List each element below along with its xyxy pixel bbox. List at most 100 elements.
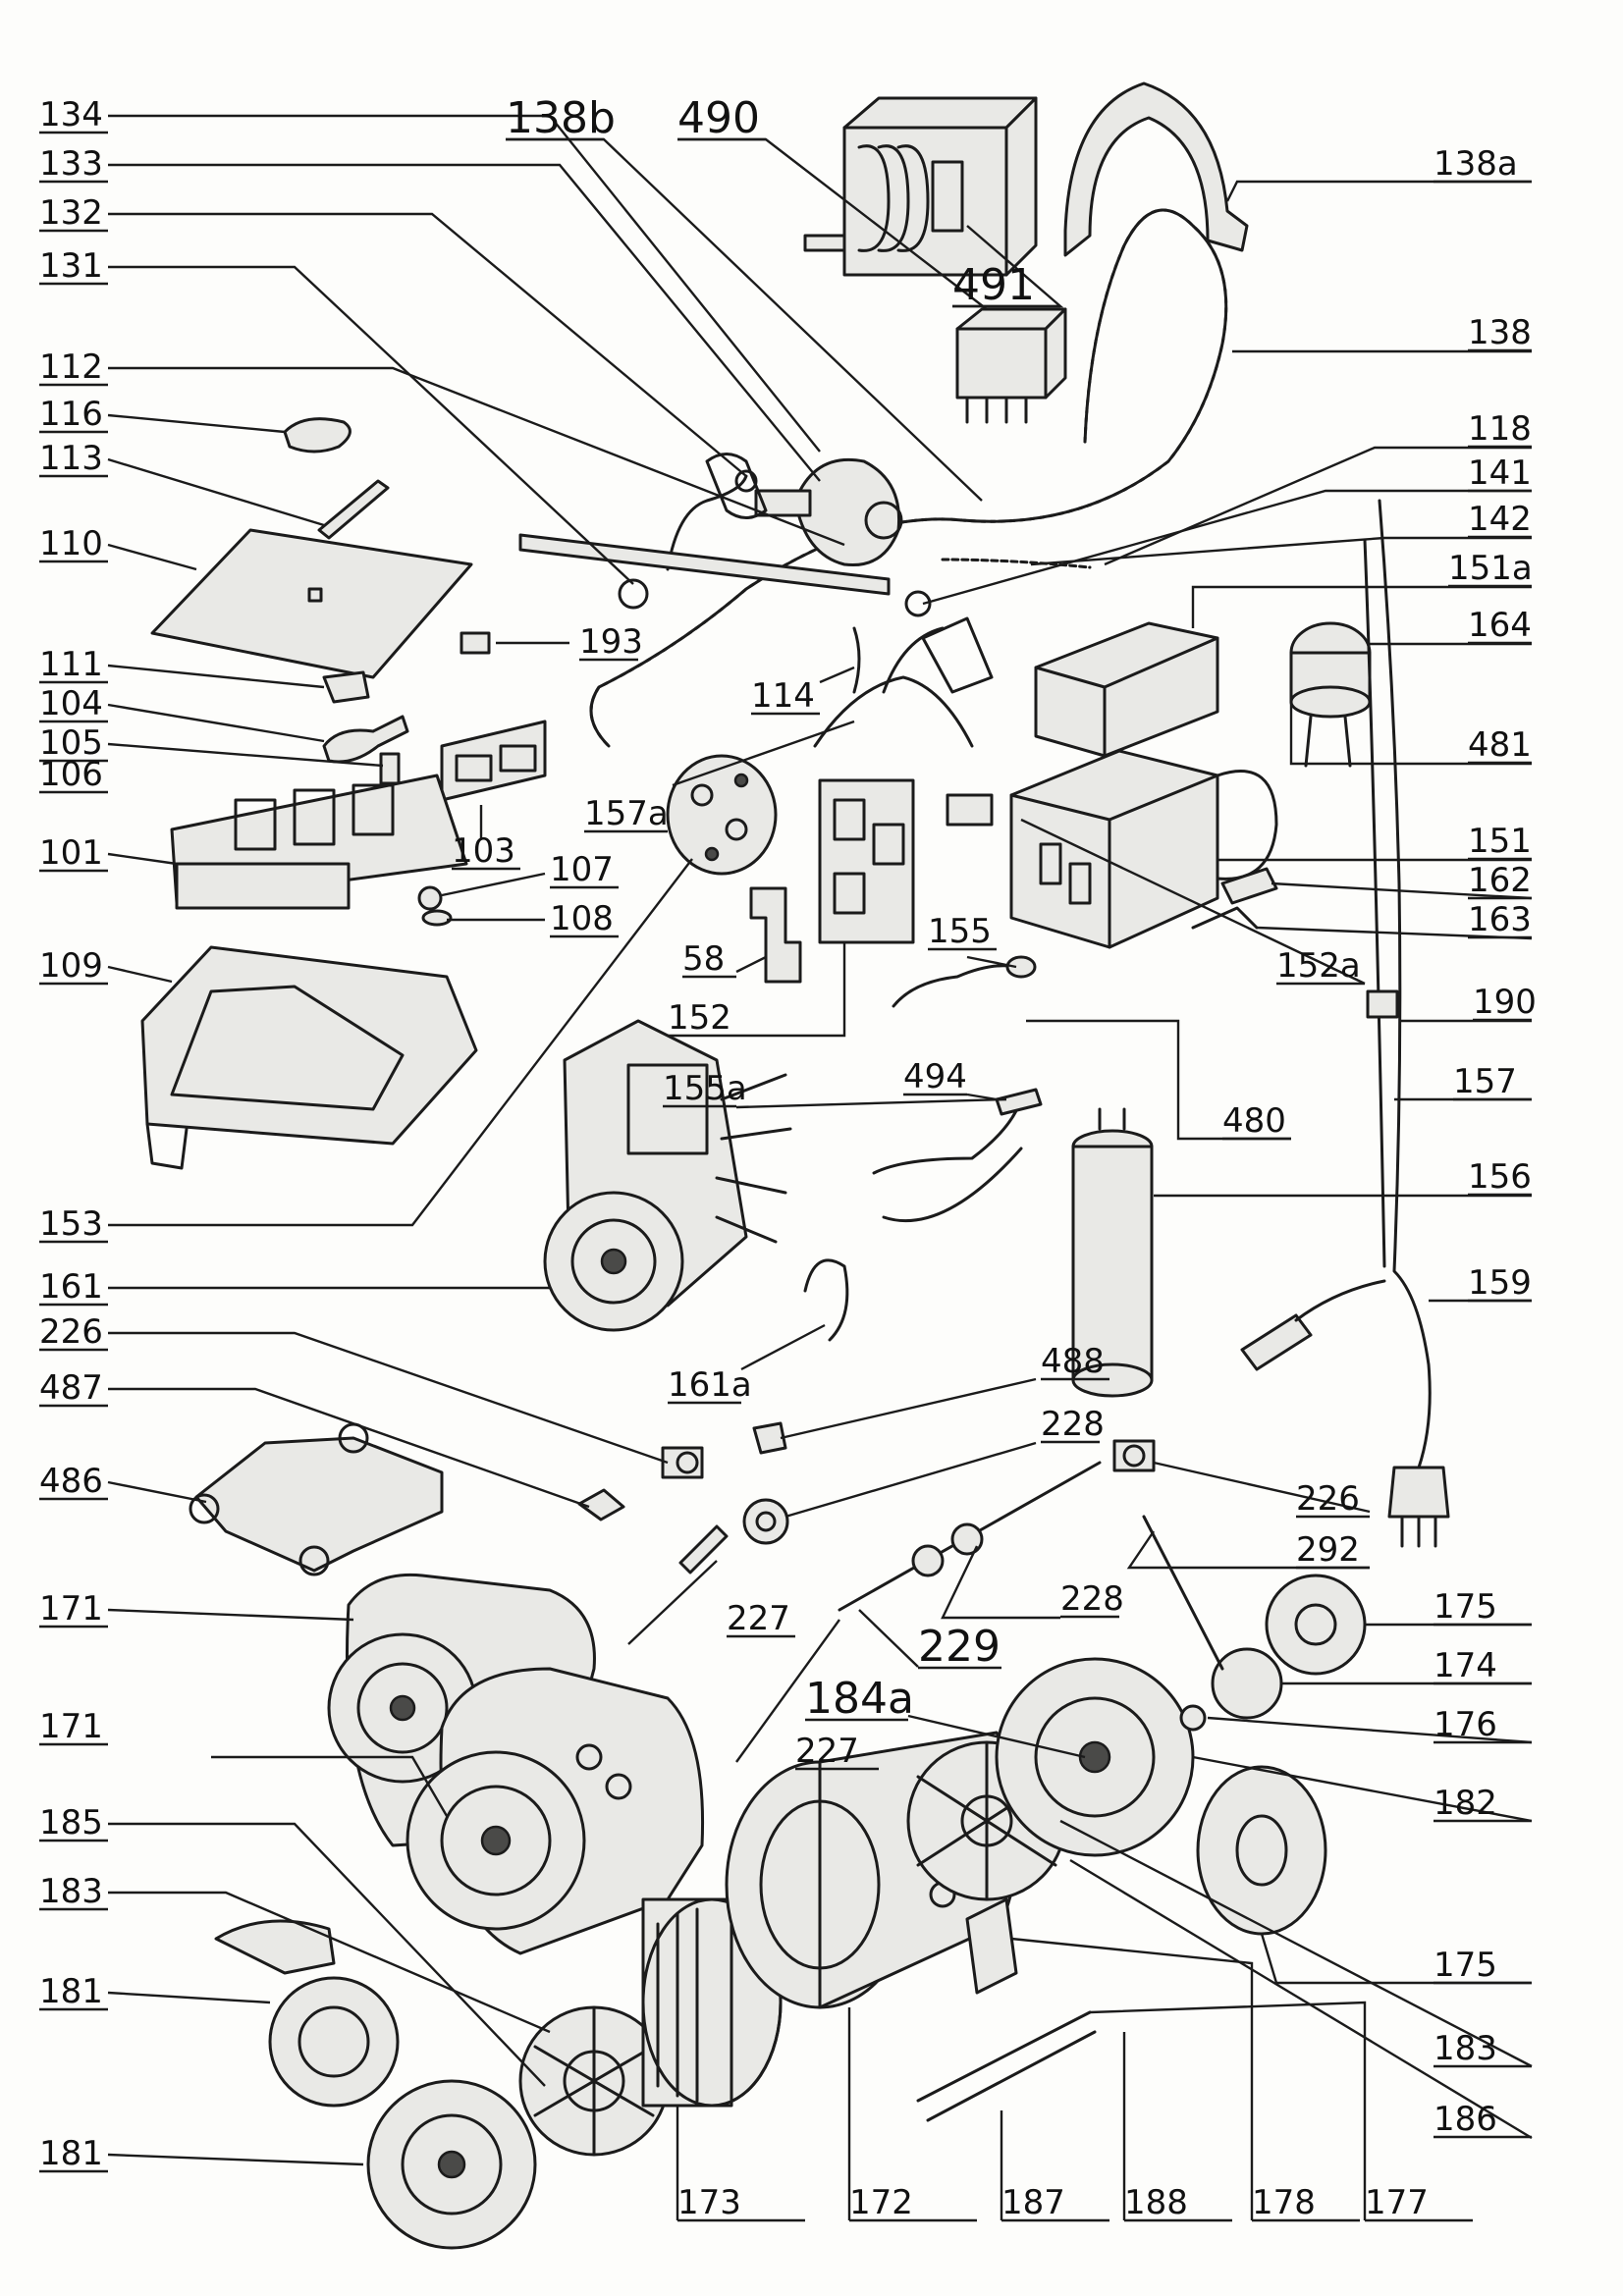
callout-number: 155a <box>663 1069 747 1108</box>
part-111 <box>322 670 370 704</box>
callout-number: 105 <box>39 723 103 763</box>
callout-leader-line <box>1289 692 1532 766</box>
callout-number: 164 <box>1468 606 1532 645</box>
callout-leader-line <box>1059 1819 1533 2068</box>
callout-number: 178 <box>1252 2183 1316 2222</box>
callout-157: 157 <box>1394 1062 1532 1101</box>
callout-number: 227 <box>727 1599 790 1638</box>
callout-number: 116 <box>39 395 103 434</box>
callout-leader-line <box>735 1097 1007 1109</box>
callout-leader-line <box>941 1545 1060 1620</box>
part-228-knob <box>742 1498 789 1545</box>
callout-leader-line <box>108 1387 590 1509</box>
callout-number: 228 <box>1060 1579 1124 1619</box>
callouts: 1341331321311121161131101111041051061011… <box>39 93 1537 2222</box>
callout-number: 162 <box>1468 861 1532 900</box>
part-226-right <box>1112 1439 1156 1472</box>
callout-110: 110 <box>39 524 197 571</box>
callout-number: 226 <box>39 1312 103 1352</box>
callout-leader-line <box>1191 585 1532 628</box>
callout-leader-line <box>107 2153 364 2166</box>
callout-leader-line <box>108 858 693 1227</box>
part-161a-lead <box>803 1258 849 1342</box>
part-488-cap <box>752 1421 787 1455</box>
callout-number: 132 <box>39 193 103 233</box>
callout-leader-line <box>1069 1858 1533 2140</box>
part-plug <box>1387 1466 1450 1548</box>
callout-141: 141 <box>922 454 1532 606</box>
callout-number: 186 <box>1434 2100 1497 2139</box>
callout-leader-line <box>966 1093 998 1101</box>
callout-leader-line <box>627 1560 718 1645</box>
callout-490: 490 <box>677 93 988 310</box>
callout-leader-line <box>108 114 821 453</box>
callout-171: 171 <box>39 1707 449 1817</box>
callout-number: 138b <box>506 93 616 143</box>
callout-leader-line <box>1010 1937 1254 2220</box>
callout-number: 114 <box>751 676 815 716</box>
callout-number: 494 <box>903 1057 967 1096</box>
callout-161a: 161a <box>668 1323 826 1405</box>
callout-157a: 157a <box>584 720 855 833</box>
part-152a <box>946 793 994 827</box>
callout-number: 481 <box>1468 725 1532 765</box>
callout-113: 113 <box>39 439 325 527</box>
callout-number: 157a <box>584 794 669 833</box>
callout-leader-line <box>780 1377 1037 1440</box>
callout-132: 132 <box>39 193 747 477</box>
part-program-timer <box>1009 749 1278 949</box>
callout-173: 173 <box>676 2106 805 2222</box>
callout-leader-line <box>784 1441 1037 1519</box>
callout-number: 488 <box>1041 1342 1105 1381</box>
part-rail <box>518 533 891 596</box>
callout-107: 107 <box>441 850 619 897</box>
part-pump-motor <box>543 1019 792 1332</box>
callout-number: 152a <box>1276 946 1361 986</box>
callout-131: 131 <box>39 246 634 585</box>
callout-188: 188 <box>1122 2032 1232 2222</box>
callout-leader-line <box>819 666 855 684</box>
callout-228: 228 <box>941 1545 1124 1620</box>
callout-number: 175 <box>1434 1587 1497 1627</box>
part-103-cap <box>440 720 547 802</box>
callout-151: 151 <box>1217 822 1532 862</box>
part-292-belt <box>1142 1515 1224 1671</box>
callout-number: 131 <box>39 246 103 286</box>
part-494 <box>995 1088 1043 1116</box>
callout-number: 171 <box>39 1707 103 1746</box>
callout-number: 175 <box>1434 1946 1497 1985</box>
callout-number: 491 <box>952 260 1035 310</box>
callout-leader-line <box>1126 1530 1370 1570</box>
part-141 <box>904 590 932 617</box>
part-190-clip <box>1366 989 1399 1019</box>
callout-leader-line <box>858 1609 919 1668</box>
part-end-shield-upper <box>214 1919 400 2108</box>
callout-number: 181 <box>39 2134 103 2173</box>
callout-103: 103 <box>452 805 520 871</box>
callout-leader-line <box>108 1891 551 2034</box>
part-151a-box <box>1034 621 1219 758</box>
callout-leader-line <box>1207 1716 1533 1744</box>
part-155-lead <box>892 964 1018 1008</box>
callout-163: 163 <box>1256 900 1533 940</box>
callout-leader-line <box>1153 1461 1371 1514</box>
callout-number: 161a <box>668 1365 752 1405</box>
callout-162: 162 <box>1271 861 1533 900</box>
part-178 <box>965 1897 1018 1995</box>
callout-481: 481 <box>1289 692 1532 766</box>
callout-156: 156 <box>1154 1157 1532 1198</box>
callout-leader-line <box>108 163 821 482</box>
part-inlet-hose <box>666 474 748 571</box>
callout-leader-line <box>740 1323 826 1371</box>
part-175-pulley-lower <box>1196 1765 1327 1936</box>
callout-226: 226 <box>39 1312 669 1465</box>
callout-number: 133 <box>39 144 103 184</box>
callout-leader-line <box>1020 818 1366 986</box>
callout-111: 111 <box>39 645 325 689</box>
callout-182: 182 <box>1192 1755 1533 1823</box>
callout-leader-line <box>735 1619 840 1763</box>
callout-number: 193 <box>579 622 643 662</box>
callout-227: 227 <box>735 1619 879 1771</box>
part-164-capacitor <box>1289 621 1372 768</box>
